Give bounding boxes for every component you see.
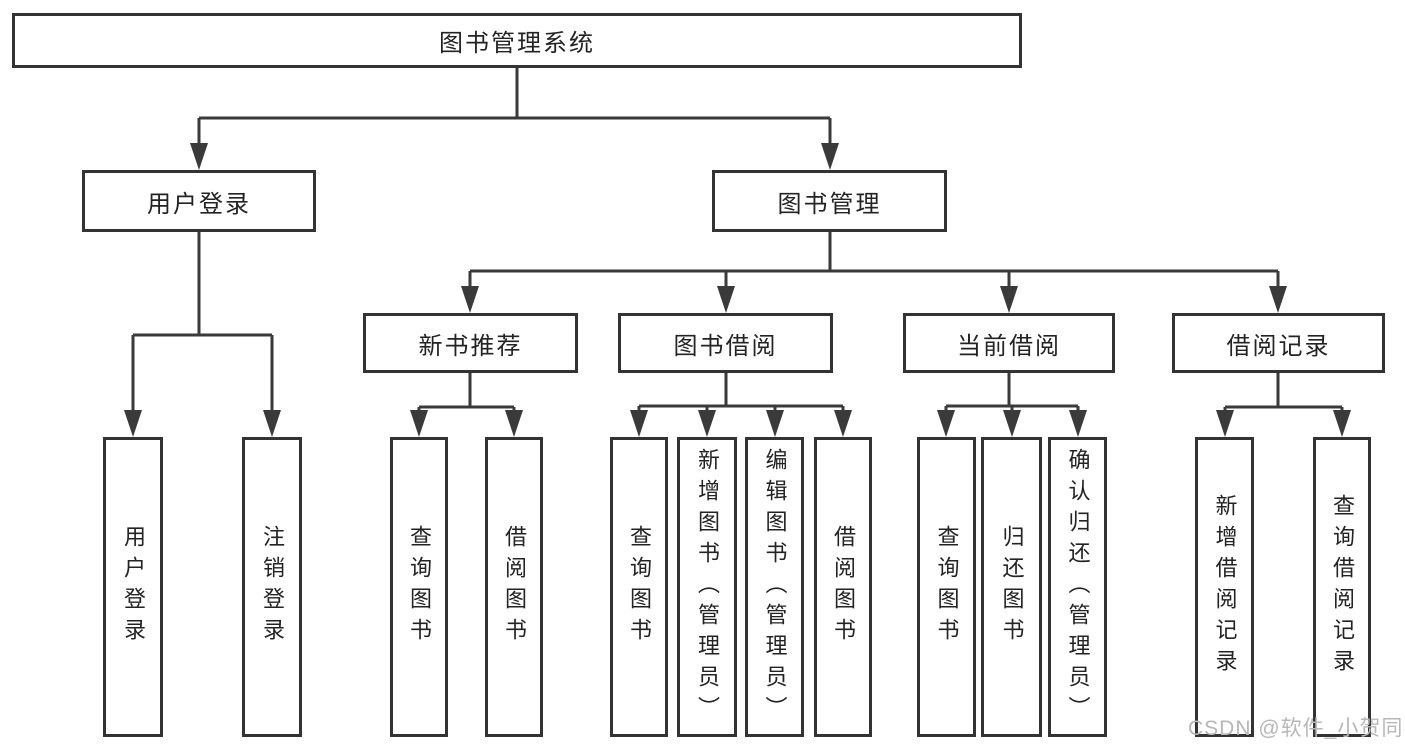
arrow-down-icon [717, 286, 735, 313]
leaf-borrow-query-books: 查询图书 [610, 437, 668, 737]
arrow-down-icon [124, 410, 142, 437]
node-current-borrow-label: 当前借阅 [957, 332, 1061, 360]
leaf-borrow-borrow-books-label: 借阅图书 [831, 525, 856, 649]
arrow-down-icon [698, 410, 716, 437]
arrow-down-icon [1000, 286, 1018, 313]
node-new-books-label: 新书推荐 [418, 332, 523, 360]
node-user-login: 用户登录 [82, 170, 316, 232]
leaf-user-login: 用户登录 [103, 437, 163, 737]
leaf-records-add-record: 新增借阅记录 [1195, 437, 1254, 737]
leaf-borrow-borrow-books: 借阅图书 [814, 437, 872, 737]
arrow-down-icon [190, 143, 208, 170]
leaf-newbooks-query-books: 查询图书 [390, 437, 448, 737]
node-book-borrow-label: 图书借阅 [673, 332, 778, 360]
leaf-logout: 注销登录 [242, 437, 302, 737]
leaf-newbooks-borrow-books: 借阅图书 [485, 437, 543, 737]
leaf-user-login-label: 用户登录 [121, 525, 146, 649]
leaf-borrow-edit-books: 编辑图书（管理员） [745, 437, 804, 737]
leaf-current-confirm-return-label: 确认归还（管理员） [1065, 447, 1091, 727]
leaf-current-return-books-label: 归还图书 [999, 525, 1025, 649]
leaf-newbooks-query-books-label: 查询图书 [407, 525, 432, 649]
leaf-current-return-books: 归还图书 [981, 437, 1042, 737]
node-root: 图书管理系统 [12, 13, 1022, 68]
node-borrow-records: 借阅记录 [1172, 313, 1385, 373]
arrow-down-icon [1216, 410, 1234, 437]
node-user-login-label: 用户登录 [147, 190, 251, 218]
arrow-down-icon [263, 410, 281, 437]
leaf-borrow-add-books-label: 新增图书（管理员） [695, 447, 720, 727]
arrow-down-icon [1269, 286, 1287, 313]
arrow-down-icon [461, 286, 479, 313]
arrow-down-icon [1333, 410, 1351, 437]
arrow-down-icon [834, 410, 852, 437]
arrow-down-icon [410, 410, 428, 437]
leaf-current-query-books: 查询图书 [917, 437, 976, 737]
node-book-mgmt-label: 图书管理 [777, 190, 882, 218]
leaf-logout-label: 注销登录 [260, 525, 285, 649]
node-book-borrow: 图书借阅 [618, 313, 833, 373]
leaf-records-query-record: 查询借阅记录 [1313, 437, 1371, 737]
leaf-current-confirm-return: 确认归还（管理员） [1048, 437, 1107, 737]
arrow-down-icon [821, 143, 839, 170]
leaf-newbooks-borrow-books-label: 借阅图书 [502, 525, 527, 649]
arrow-down-icon [937, 410, 955, 437]
leaf-borrow-query-books-label: 查询图书 [627, 525, 652, 649]
arrow-down-icon [766, 410, 784, 437]
node-book-mgmt: 图书管理 [712, 170, 947, 232]
arrow-down-icon [505, 410, 523, 437]
node-current-borrow: 当前借阅 [903, 313, 1115, 373]
leaf-current-query-books-label: 查询图书 [934, 525, 960, 649]
arrow-down-icon [1003, 410, 1021, 437]
leaf-borrow-edit-books-label: 编辑图书（管理员） [762, 447, 788, 727]
leaf-borrow-add-books: 新增图书（管理员） [677, 437, 737, 737]
arrow-down-icon [630, 410, 648, 437]
leaf-records-query-record-label: 查询借阅记录 [1330, 494, 1355, 680]
leaf-records-add-record-label: 新增借阅记录 [1212, 494, 1238, 680]
node-root-label: 图书管理系统 [439, 30, 595, 57]
arrow-down-icon [1069, 410, 1087, 437]
node-borrow-records-label: 借阅记录 [1226, 332, 1331, 360]
node-new-books: 新书推荐 [363, 313, 578, 373]
